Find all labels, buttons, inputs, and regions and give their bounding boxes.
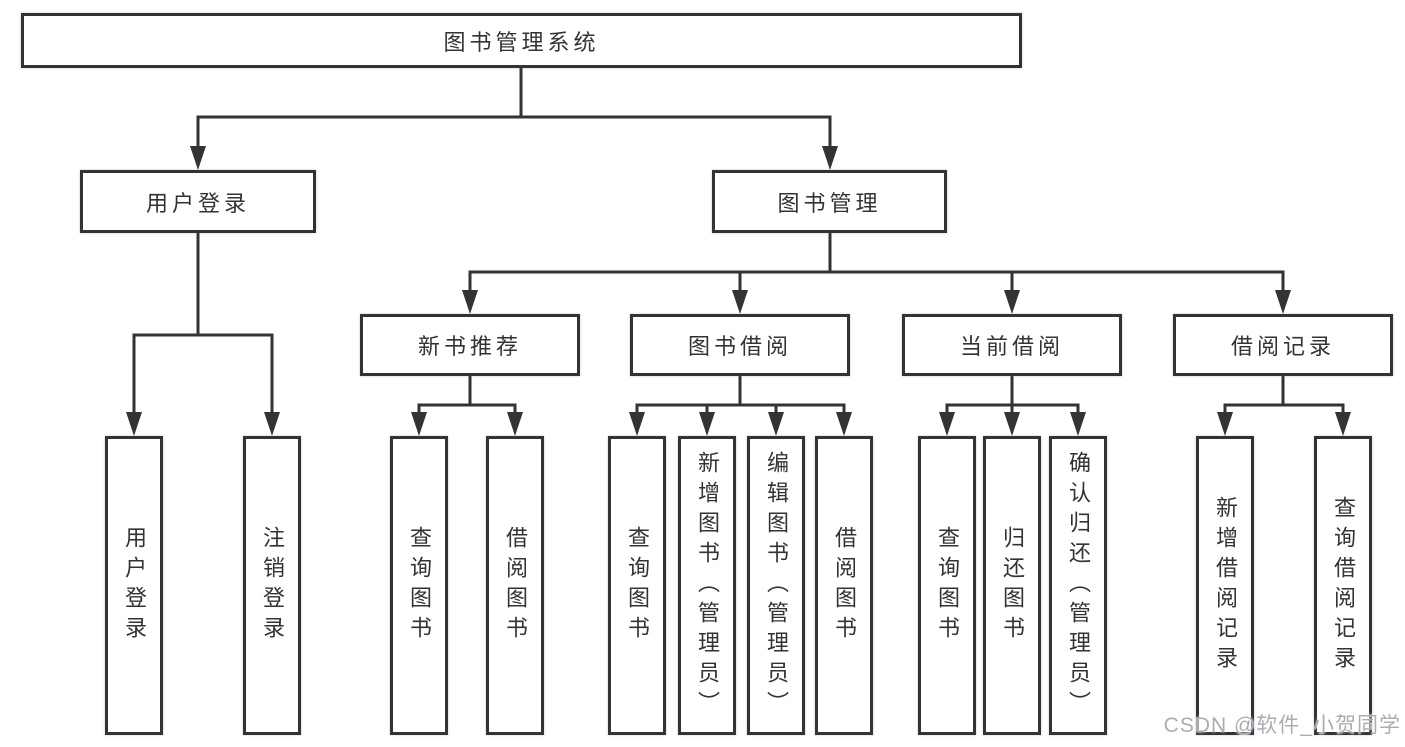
node-label: 图书借阅 <box>687 334 792 359</box>
arrowhead <box>462 290 478 314</box>
arrowhead <box>699 412 715 436</box>
node-label: 借阅图书 <box>503 525 528 646</box>
node-leaf-user-login: 用户登录 <box>105 436 163 735</box>
arrowhead <box>126 412 142 436</box>
arrowhead <box>732 290 748 314</box>
node-current-borrow: 当前借阅 <box>902 314 1122 376</box>
arrowhead <box>822 146 838 170</box>
node-new-book-recommend: 新书推荐 <box>360 314 580 376</box>
arrowhead <box>768 412 784 436</box>
node-label: 当前借阅 <box>959 334 1064 359</box>
node-book-borrow: 图书借阅 <box>630 314 850 376</box>
node-leaf-return-books: 归还图书 <box>983 436 1041 735</box>
node-root-title: 图书管理系统 <box>21 13 1022 68</box>
node-leaf-add-borrow-record: 新增借阅记录 <box>1196 436 1254 735</box>
arrowhead <box>190 146 206 170</box>
node-label: 确认归还（管理员） <box>1066 450 1091 721</box>
node-label: 归还图书 <box>1000 525 1025 646</box>
arrowhead <box>1217 412 1233 436</box>
node-label: 图书管理 <box>777 190 882 216</box>
csdn-watermark: CSDN @软件_小贺同学 <box>1163 714 1401 737</box>
node-leaf-add-book-admin: 新增图书（管理员） <box>678 436 736 735</box>
node-label: 用户登录 <box>145 190 250 216</box>
node-label: 用户登录 <box>122 525 147 646</box>
arrowhead <box>1275 290 1291 314</box>
root-title-label: 图书管理系统 <box>443 29 600 55</box>
node-label: 查询图书 <box>407 525 432 646</box>
node-label: 新增借阅记录 <box>1213 495 1238 676</box>
arrowhead <box>1335 412 1351 436</box>
node-label: 新书推荐 <box>417 334 522 359</box>
node-label: 查询图书 <box>625 525 650 646</box>
node-leaf-edit-book-admin: 编辑图书（管理员） <box>747 436 805 735</box>
node-leaf-borrow-books: 借阅图书 <box>815 436 873 735</box>
arrowhead <box>1004 412 1020 436</box>
node-leaf-query-books-recommend: 查询图书 <box>390 436 448 735</box>
arrowhead <box>836 412 852 436</box>
node-label: 借阅记录 <box>1230 334 1335 359</box>
node-leaf-confirm-return-admin: 确认归还（管理员） <box>1049 436 1107 735</box>
node-user-login: 用户登录 <box>80 170 316 233</box>
arrowhead <box>507 412 523 436</box>
node-leaf-borrow-books-recommend: 借阅图书 <box>486 436 544 735</box>
arrowhead <box>1004 290 1020 314</box>
node-label: 注销登录 <box>260 525 285 646</box>
arrowhead <box>264 412 280 436</box>
node-borrow-records: 借阅记录 <box>1173 314 1393 376</box>
node-label: 查询图书 <box>935 525 960 646</box>
node-leaf-logout: 注销登录 <box>243 436 301 735</box>
node-label: 查询借阅记录 <box>1331 495 1356 676</box>
arrowhead <box>411 412 427 436</box>
arrowhead <box>1070 412 1086 436</box>
node-book-management: 图书管理 <box>712 170 947 233</box>
node-label: 编辑图书（管理员） <box>764 450 789 721</box>
node-leaf-query-books-current: 查询图书 <box>918 436 976 735</box>
node-label: 新增图书（管理员） <box>695 450 720 721</box>
arrowhead <box>629 412 645 436</box>
node-label: 借阅图书 <box>832 525 857 646</box>
arrowhead <box>939 412 955 436</box>
node-leaf-query-borrow-record: 查询借阅记录 <box>1314 436 1372 735</box>
node-leaf-query-books-borrow: 查询图书 <box>608 436 666 735</box>
